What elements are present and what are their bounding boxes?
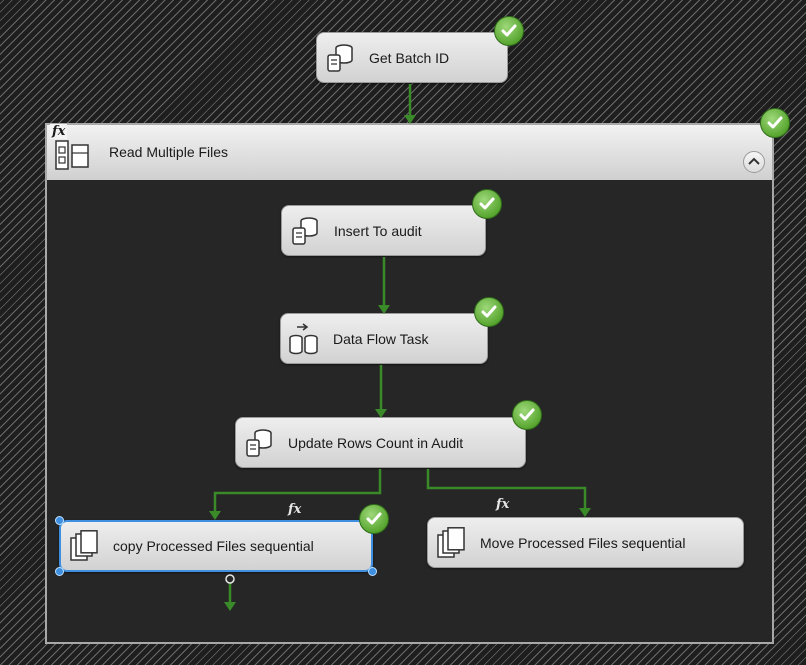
success-check-icon bbox=[359, 504, 389, 534]
task-copy-processed-files[interactable]: copy Processed Files sequential bbox=[59, 520, 373, 572]
container-title: Read Multiple Files bbox=[109, 144, 229, 160]
success-check-icon bbox=[472, 189, 502, 219]
task-insert-to-audit[interactable]: Insert To audit bbox=[281, 205, 486, 256]
chevron-up-icon bbox=[748, 157, 760, 165]
expression-marker: fx bbox=[496, 497, 510, 512]
file-copy-icon bbox=[437, 526, 465, 558]
task-move-processed-files[interactable]: Move Processed Files sequential bbox=[427, 517, 744, 568]
task-data-flow[interactable]: Data Flow Task bbox=[280, 313, 488, 364]
database-script-icon bbox=[327, 43, 353, 72]
database-script-icon bbox=[292, 216, 318, 245]
collapse-button[interactable] bbox=[743, 151, 765, 173]
data-flow-icon bbox=[289, 322, 318, 354]
task-update-rows-count[interactable]: Update Rows Count in Audit bbox=[235, 417, 526, 468]
file-copy-icon bbox=[70, 530, 98, 561]
success-check-icon bbox=[512, 400, 542, 430]
selection-handle[interactable] bbox=[368, 567, 377, 576]
selection-handle[interactable] bbox=[55, 516, 64, 525]
success-check-icon bbox=[760, 108, 790, 138]
database-script-icon bbox=[246, 428, 272, 457]
success-check-icon bbox=[474, 297, 504, 327]
success-check-icon bbox=[494, 16, 524, 46]
task-get-batch-id[interactable]: Get Batch ID bbox=[316, 32, 508, 83]
task-label: Data Flow Task bbox=[333, 330, 429, 347]
foreach-container-icon bbox=[55, 140, 89, 170]
task-label: Insert To audit bbox=[334, 222, 422, 239]
task-label: Move Processed Files sequential bbox=[480, 534, 686, 551]
selection-handle[interactable] bbox=[55, 567, 64, 576]
expression-marker: fx bbox=[288, 502, 302, 517]
container-header[interactable]: fx Read Multiple Files bbox=[47, 124, 772, 180]
task-label: copy Processed Files sequential bbox=[113, 538, 314, 554]
expression-marker: fx bbox=[50, 124, 68, 139]
task-label: Update Rows Count in Audit bbox=[288, 434, 464, 451]
task-label: Get Batch ID bbox=[369, 49, 450, 66]
